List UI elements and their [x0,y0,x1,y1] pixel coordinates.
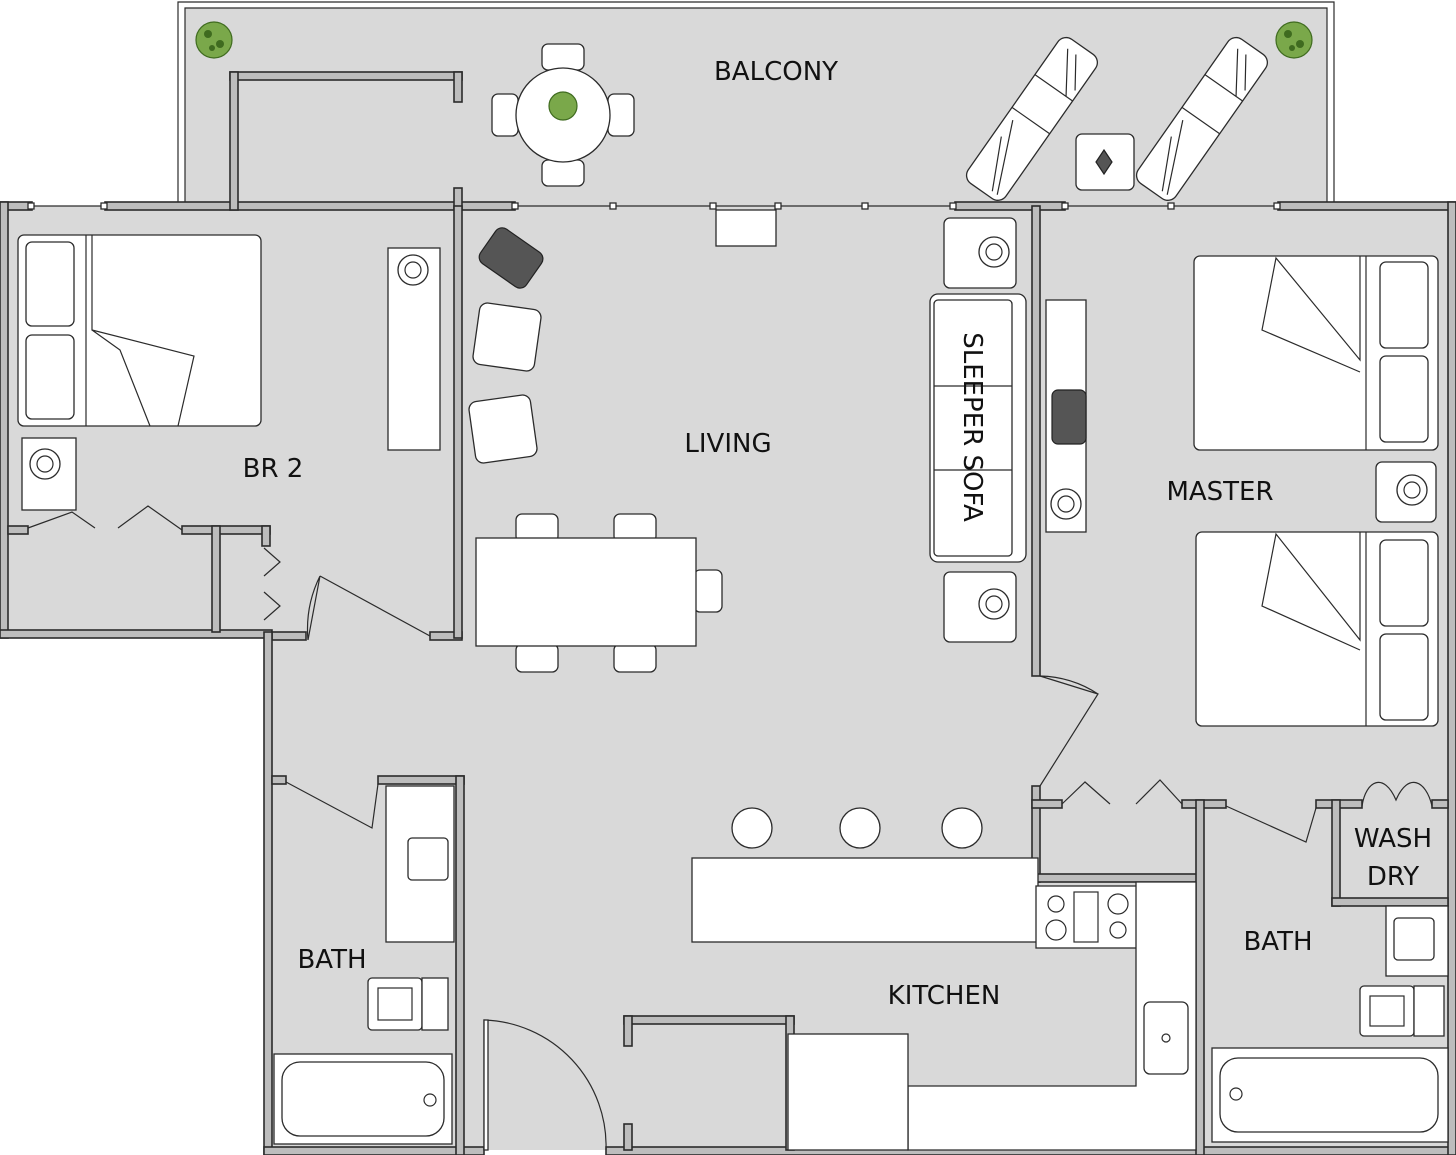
master-bath-door [1225,805,1317,843]
tv-icon [478,227,544,289]
left-bath-door [285,781,379,829]
room-label-sleeper-sofa: SLEEPER SOFA [957,332,987,522]
balcony-railing [177,1,1335,206]
tv-icon [1051,389,1087,445]
room-label-bath-right: BATH [1243,927,1312,957]
bathroom-sink-icon [1393,917,1435,961]
stove-icon [1035,885,1147,949]
room-label-master: MASTER [1166,477,1273,507]
room-label-dry: DRY [1367,862,1419,892]
room-label-living: LIVING [684,429,771,459]
window-markers [27,202,1281,210]
room-label-kitchen: KITCHEN [888,981,1001,1011]
bathroom-sink-icon [407,837,449,881]
toilet-icon [1359,985,1415,1037]
wash-dry-door [1361,781,1433,807]
kitchen-sink-icon [1143,1001,1189,1075]
bar-stool [731,807,773,849]
room-label-br2: BR 2 [243,454,304,484]
armchair [472,302,542,372]
lounge-chair-icon [1135,36,1269,201]
br2-bed [17,234,262,427]
master-bed-2 [1195,531,1439,727]
armchair [468,394,538,464]
br2-furniture [17,234,441,511]
lamp-icon [1050,488,1082,520]
balcony-furniture [195,21,1313,201]
br2-door [306,575,431,641]
room-label-bath-left: BATH [297,945,366,975]
walls [0,71,1456,1155]
doors [27,505,1433,1151]
lamp-icon [978,236,1010,268]
bar-stool [941,807,983,849]
fridge-icon [787,1033,909,1151]
plant-icon [195,21,233,59]
living-furniture [468,209,1087,673]
entry-door [483,1019,607,1151]
lounge-chair-icon [965,36,1099,201]
dining-table [475,537,697,647]
balcony-dining-set [491,43,635,187]
toilet-icon [367,977,423,1031]
right-bath-fixtures [1211,905,1449,1143]
br2-small-closet-door [263,547,281,621]
kitchen-island [691,857,1039,943]
plant-icon [1275,21,1313,59]
br2-closet-door [27,505,183,531]
lamp-icon [1396,474,1428,506]
room-labels: BALCONY BR 2 LIVING SLEEPER SOFA MASTER … [243,57,1432,1011]
room-label-balcony: BALCONY [714,57,838,87]
lamp-icon [397,254,429,286]
lamp-icon [29,448,61,480]
sleeper-sofa [929,293,1027,563]
room-label-wash: WASH [1354,824,1432,854]
dining-set [475,513,723,673]
master-door [1039,675,1099,787]
left-bath-fixtures [273,785,455,1145]
lamp-icon [978,588,1010,620]
master-closet-door [1061,779,1183,805]
balcony-side-table [1075,133,1135,191]
kitchen-fixtures [691,807,1197,1151]
master-furniture [1193,255,1439,727]
bar-stool [839,807,881,849]
